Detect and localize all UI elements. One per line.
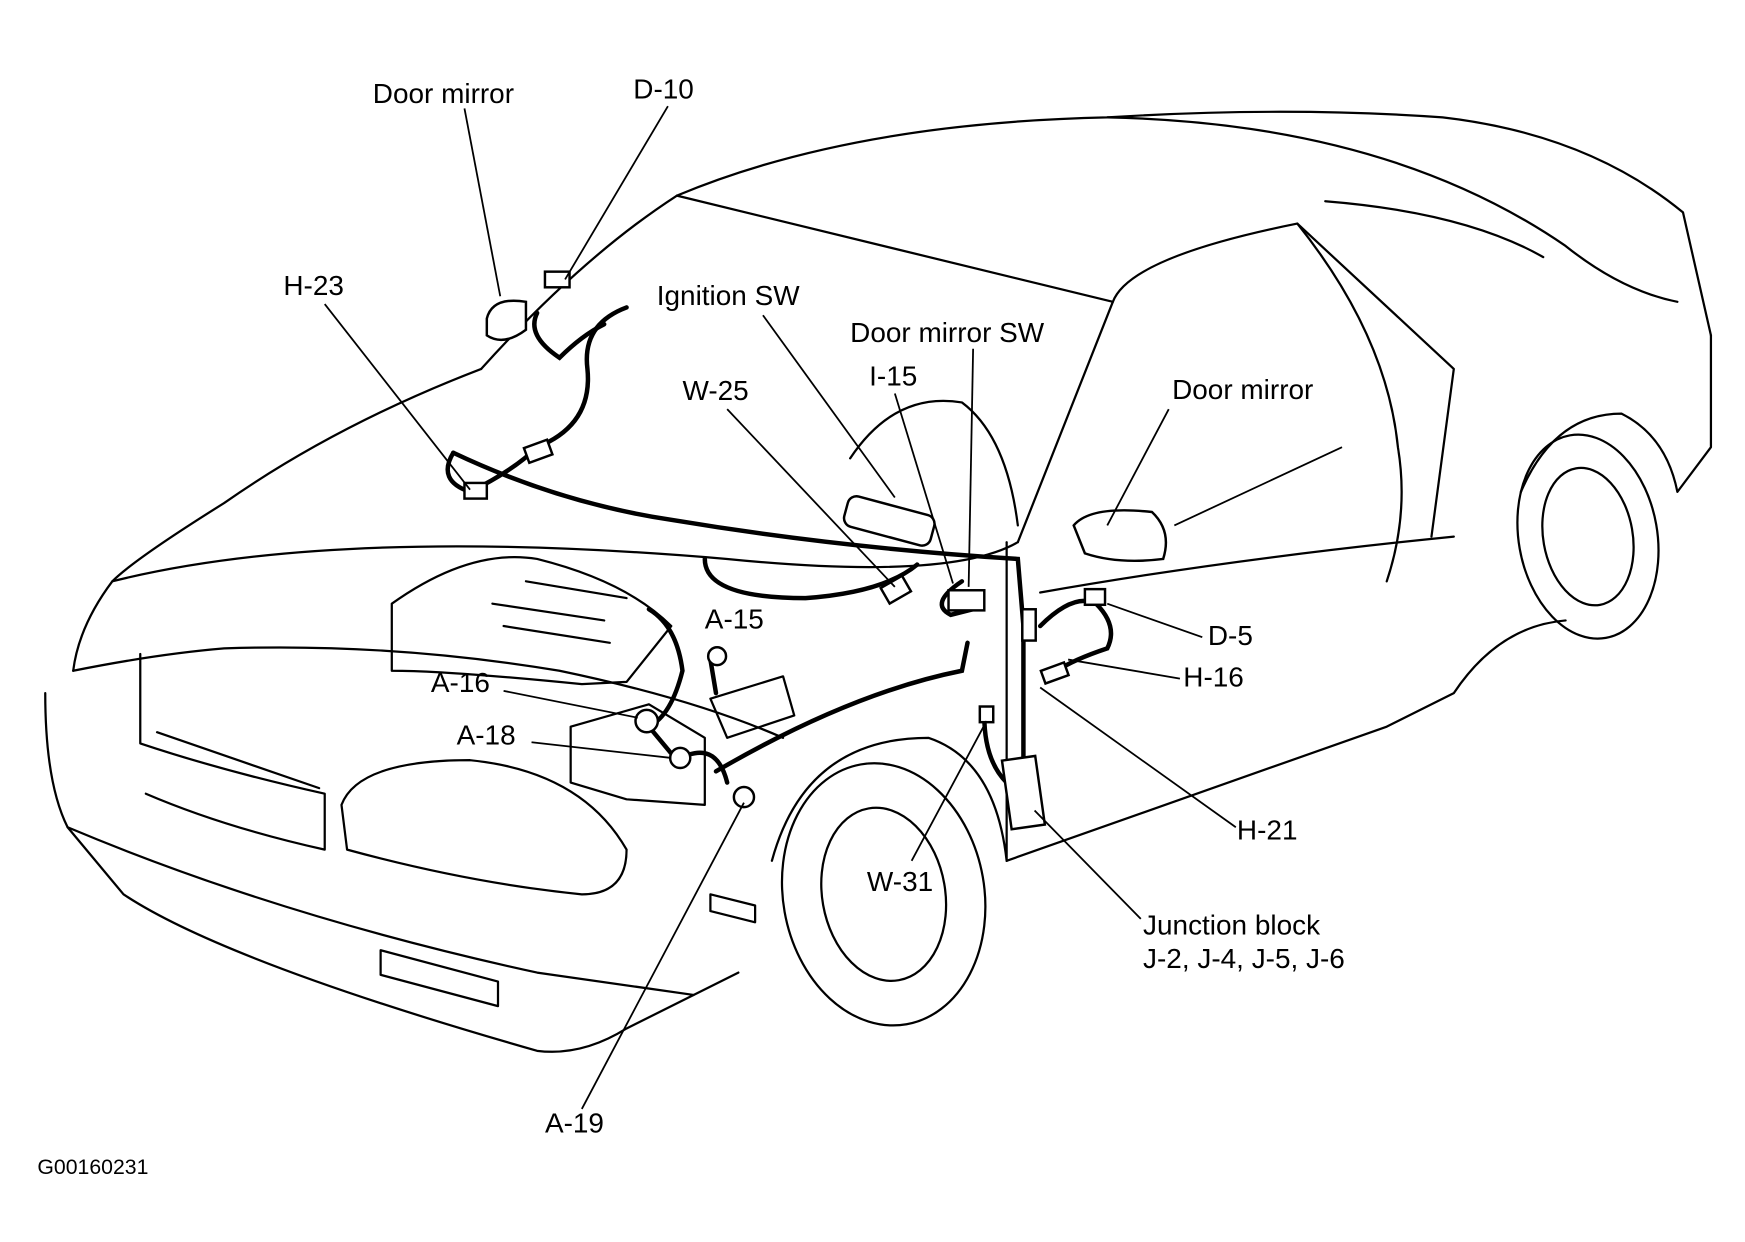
label-a16: A-16 (431, 667, 490, 698)
label-w31: W-31 (867, 866, 933, 897)
wiring-harness (445, 305, 1114, 819)
junction-block (1000, 754, 1047, 831)
connector-a19 (732, 785, 756, 809)
label-d10: D-10 (633, 73, 694, 104)
leader-lines (324, 105, 1343, 1110)
door-mirror-right (1072, 509, 1168, 563)
connector-a15 (706, 646, 728, 667)
connector-a16 (634, 708, 660, 734)
connector-h21 (1021, 608, 1037, 642)
connector-h16 (1039, 660, 1071, 686)
label-w25: W-25 (682, 375, 748, 406)
label-i15: I-15 (869, 361, 917, 392)
door-mirror-switch (947, 589, 986, 612)
connector-w31 (978, 705, 995, 724)
label-a19: A-19 (545, 1107, 604, 1138)
callout-labels: Door mirror D-10 H-23 Ignition SW Door m… (37, 73, 1344, 1178)
label-door-mirror-sw: Door mirror SW (850, 317, 1045, 348)
label-a15: A-15 (705, 603, 764, 634)
connector-w25 (879, 574, 913, 606)
ignition-switch (842, 495, 936, 547)
label-junction-codes: J-2, J-4, J-5, J-6 (1143, 943, 1345, 974)
door-mirror-left (485, 299, 528, 342)
label-d5: D-5 (1208, 620, 1253, 651)
connector-d10 (543, 270, 571, 289)
label-h21: H-21 (1237, 815, 1298, 846)
label-junction-block: Junction block (1143, 910, 1321, 941)
label-h16: H-16 (1183, 661, 1244, 692)
figure-code: G00160231 (37, 1155, 148, 1179)
car-outline (44, 110, 1713, 1053)
connector-h23 (522, 438, 554, 465)
connector-h23b (463, 481, 489, 500)
label-ignition-sw: Ignition SW (657, 280, 800, 311)
label-a18: A-18 (457, 720, 516, 751)
connectors (463, 270, 1168, 831)
connector-a18 (668, 746, 692, 770)
label-h23: H-23 (283, 270, 344, 301)
label-door-mirror-right: Door mirror (1172, 374, 1313, 405)
label-door-mirror-left: Door mirror (373, 78, 514, 109)
connector-d5 (1083, 587, 1107, 607)
